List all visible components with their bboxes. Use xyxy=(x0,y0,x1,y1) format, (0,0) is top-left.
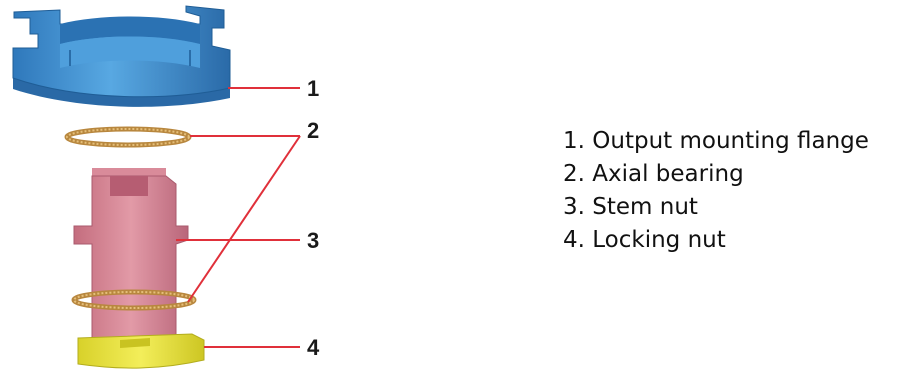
leader-line-2b xyxy=(187,135,301,303)
callout-4: 4 xyxy=(307,335,320,360)
callout-3: 3 xyxy=(307,228,319,253)
callout-2: 2 xyxy=(307,118,319,143)
locking-nut xyxy=(77,333,205,369)
legend-label: Axial bearing xyxy=(592,161,744,187)
legend-item-stem-nut: 3. Stem nut xyxy=(563,191,869,224)
legend-item-locking-nut: 4. Locking nut xyxy=(563,224,869,257)
legend-number: 2. xyxy=(563,161,585,187)
legend-number: 4. xyxy=(563,227,585,253)
legend-label: Output mounting flange xyxy=(592,128,869,154)
legend-item-axial-bearing: 2. Axial bearing xyxy=(563,158,869,191)
legend-label: Locking nut xyxy=(592,227,726,253)
legend-number: 1. xyxy=(563,128,585,154)
axial-bearing-lower xyxy=(71,289,197,311)
callout-1: 1 xyxy=(307,76,319,101)
legend-label: Stem nut xyxy=(592,194,698,220)
stem-nut xyxy=(73,168,189,362)
legend-item-output-mounting-flange: 1. Output mounting flange xyxy=(563,125,869,158)
output-mounting-flange xyxy=(12,5,231,107)
axial-bearing-upper xyxy=(64,126,192,148)
legend-list: 1. Output mounting flange 2. Axial beari… xyxy=(563,125,869,257)
legend-number: 3. xyxy=(563,194,585,220)
